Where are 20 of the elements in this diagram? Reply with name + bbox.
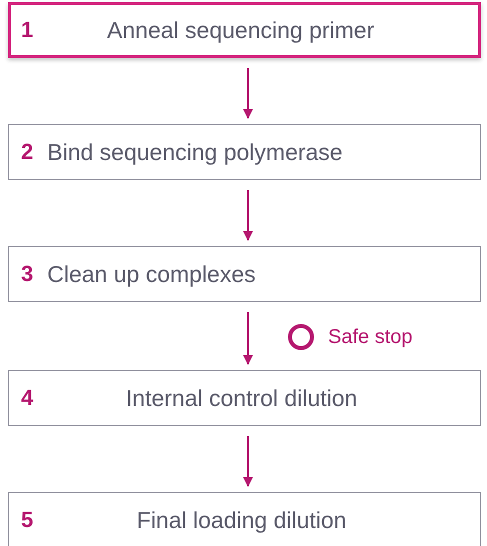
step-label: Final loading dilution (136, 506, 348, 534)
step-number: 5 (21, 507, 34, 533)
note: Safe stop (328, 326, 413, 348)
step-box (8, 124, 481, 180)
step-label: Internal control dilution (124, 384, 358, 412)
arrow (243, 312, 253, 365)
step-label: Clean up complexes (47, 260, 256, 288)
arrow (243, 436, 253, 487)
step-box (8, 2, 481, 58)
step-number: 4 (21, 385, 34, 411)
step-number: 1 (21, 17, 34, 43)
step-number: 3 (21, 261, 34, 287)
arrow (243, 190, 253, 241)
step-box (8, 246, 481, 302)
step-number: 2 (21, 139, 34, 165)
arrow (243, 68, 253, 119)
step-box (8, 492, 481, 546)
step-label: Bind sequencing polymerase (47, 138, 343, 166)
step-box (8, 370, 481, 426)
step-label: Anneal sequencing primer (106, 16, 376, 44)
